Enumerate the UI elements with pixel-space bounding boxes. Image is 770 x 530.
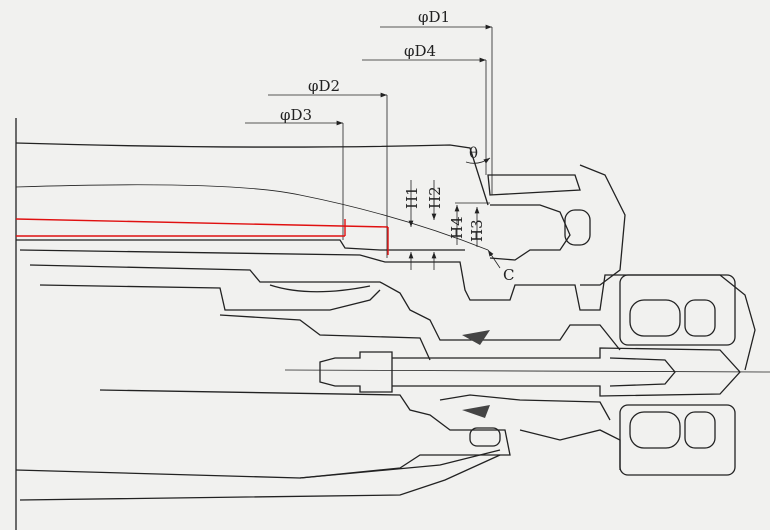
highlight-lines — [15, 218, 389, 255]
label-d4: φD4 — [404, 42, 436, 60]
label-theta: θ — [469, 144, 478, 162]
label-d1: φD1 — [418, 8, 450, 26]
label-d3: φD3 — [280, 106, 312, 124]
mechanism-outline — [15, 142, 770, 501]
label-h4: H4 — [448, 216, 466, 239]
label-h1: H1 — [403, 186, 421, 209]
label-h2: H2 — [426, 186, 444, 209]
dimension-lines — [245, 24, 501, 270]
label-c: C — [503, 266, 514, 284]
label-d2: φD2 — [308, 77, 340, 95]
label-h3: H3 — [468, 219, 486, 242]
